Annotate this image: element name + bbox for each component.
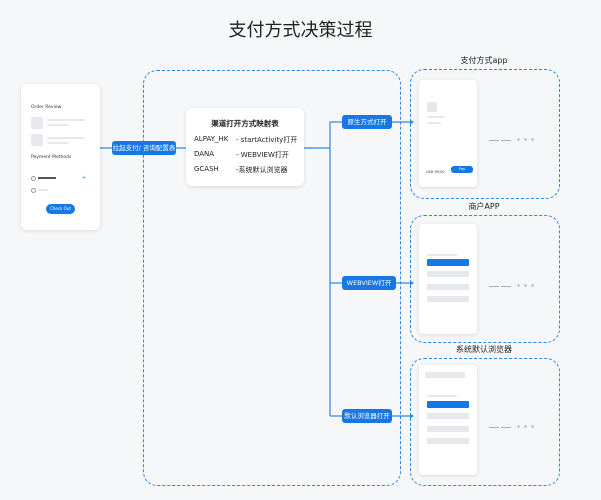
section-label-browser: 系统默认浏览器	[456, 345, 512, 354]
merchant-dots	[489, 272, 538, 291]
webview-open-button[interactable]: WEBVIEW打开	[342, 276, 396, 290]
browser-dots	[489, 413, 538, 432]
pay-button[interactable]: Pay	[451, 166, 473, 173]
browser-line	[427, 395, 457, 397]
section-label-app: 支付方式app	[460, 56, 508, 65]
product-line	[47, 124, 69, 126]
merchant-row	[427, 296, 469, 302]
arrow-out-1	[410, 119, 414, 125]
browser-address-bar	[425, 372, 465, 378]
checkout-screen: Order Review Payment Methods + Check Out	[21, 84, 100, 230]
payment-option-line	[38, 189, 48, 191]
app-logo	[427, 102, 437, 112]
app-line	[427, 122, 441, 124]
mapping-method: -系统默认浏览器	[236, 166, 288, 174]
section-label-merchant: 商户APP	[468, 202, 500, 211]
payment-methods-label: Payment Methods	[31, 155, 72, 160]
product-line	[47, 142, 69, 144]
merchant-selected-row	[427, 259, 469, 266]
product-line	[47, 119, 85, 121]
mapping-channel: ALPAY_HK	[194, 135, 229, 143]
browser-selected-row	[427, 401, 469, 408]
arrow-out-3	[410, 413, 414, 419]
merchant-row	[427, 284, 469, 290]
checkout-button[interactable]: Check Out	[46, 204, 75, 214]
arrow-out-2	[410, 280, 414, 286]
product-thumbnail	[31, 117, 43, 129]
browser-row	[427, 426, 469, 432]
merchant-row	[427, 271, 469, 277]
browser-container	[410, 358, 560, 486]
app-screen: USD 99.00 Pay	[419, 80, 477, 187]
merchant-screen	[419, 224, 477, 334]
mapping-table-title: 渠道打开方式映射表	[211, 119, 279, 128]
browser-row	[427, 413, 469, 419]
product-line	[47, 137, 85, 139]
app-dots	[489, 126, 538, 145]
mapping-channel: GCASH	[194, 165, 219, 173]
decision-container	[143, 70, 401, 486]
payment-option-line	[38, 177, 56, 179]
browser-open-button[interactable]: 默认浏览器打开	[342, 409, 392, 423]
browser-row	[427, 438, 469, 444]
native-open-button[interactable]: 原生方式打开	[342, 115, 392, 129]
app-price: USD 99.00	[426, 170, 445, 174]
app-line	[427, 116, 445, 118]
browser-screen	[419, 365, 477, 475]
app-container	[410, 69, 560, 199]
mapping-channel: DANA	[194, 150, 215, 158]
merchant-container	[410, 215, 560, 343]
radio-option[interactable]	[31, 176, 36, 181]
radio-option[interactable]	[31, 188, 36, 193]
merchant-line	[427, 254, 457, 256]
mapping-table: 渠道打开方式映射表 ALPAY_HK - startActivity打开 DAN…	[186, 108, 304, 186]
page-title: 支付方式决策过程	[228, 20, 373, 41]
mapping-method: - WEBVIEW打开	[236, 151, 289, 159]
plus-icon[interactable]: +	[82, 175, 87, 181]
product-thumbnail	[31, 134, 43, 146]
order-review-label: Order Review	[31, 105, 62, 110]
mapping-method: - startActivity打开	[236, 136, 298, 144]
